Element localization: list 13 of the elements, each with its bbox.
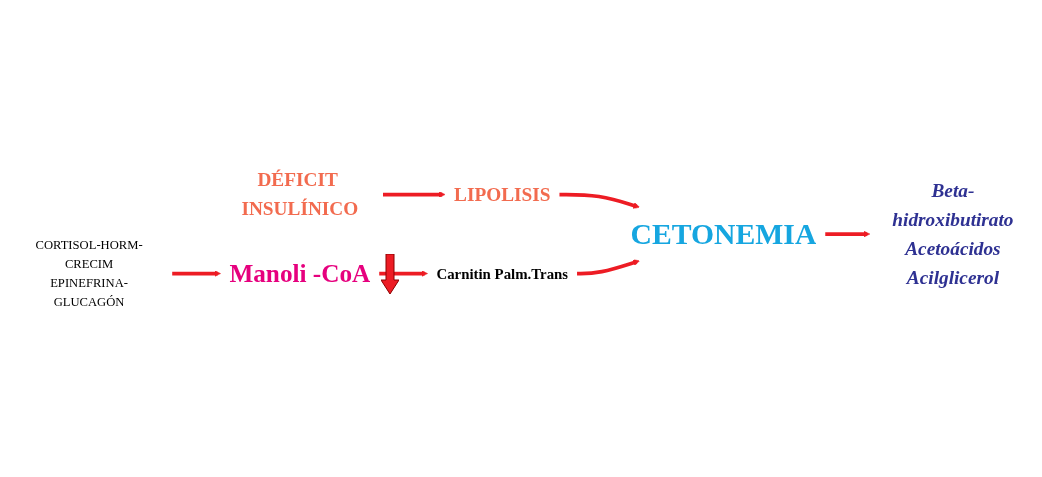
node-text: Beta-hidroxibutirato Acetoácidos Acilglicerol [892,179,1014,289]
arrow [577,259,640,276]
node-text: CETONEMIA [630,216,817,251]
arrow [383,191,446,198]
node-text: Manoli -CoA [229,259,371,288]
node-text: Carnitin Palm.Trans [436,265,569,282]
arrow [172,270,221,277]
arrow [379,270,428,277]
arrow [825,230,871,238]
node-text: DÉFICIT INSULÍNICO [241,169,359,220]
node-text: LIPOLISIS [454,183,551,206]
node-text: CORTISOL-HORM-CRECIM EPINEFRINA-GLUCAGÓN [35,237,143,309]
arrow [559,192,640,209]
